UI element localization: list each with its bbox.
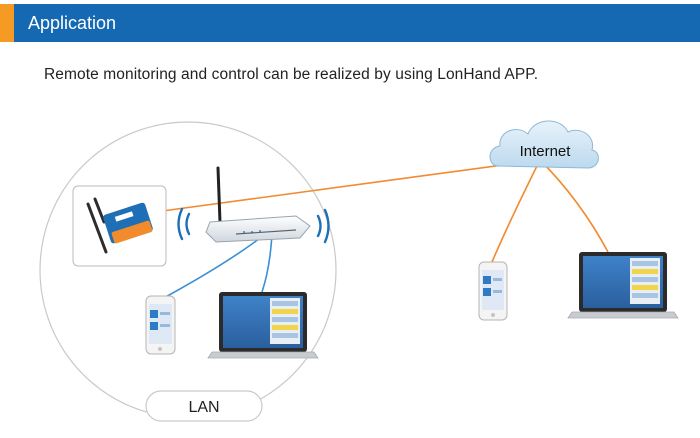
header-accent — [0, 4, 14, 42]
cloud-label: Internet — [520, 143, 572, 160]
controller-to-cloud-link — [154, 159, 541, 213]
remote-smartphone-icon — [478, 261, 508, 321]
cloud-to-laptop-link — [539, 159, 609, 253]
lan-label: LAN — [145, 390, 263, 422]
router-to-laptop-link — [261, 233, 273, 293]
wifi-signal-icon — [177, 207, 330, 244]
lan-label-text: LAN — [188, 399, 219, 416]
cloud-to-phone-link — [491, 159, 541, 263]
internet-links — [154, 159, 609, 263]
router-to-phone-link — [159, 231, 269, 301]
header-bar: Application — [0, 4, 700, 42]
section-title: Application — [28, 13, 117, 33]
lan-boundary — [39, 121, 337, 419]
remote-laptop-icon — [567, 252, 679, 319]
intro-text: Remote monitoring and control can be rea… — [44, 66, 539, 83]
wifi-router-icon — [205, 166, 311, 243]
smartphone-icon — [145, 295, 176, 355]
laptop-icon — [207, 292, 319, 359]
cloud-icon: Internet — [489, 120, 599, 169]
relay-controller-icon — [72, 185, 167, 267]
